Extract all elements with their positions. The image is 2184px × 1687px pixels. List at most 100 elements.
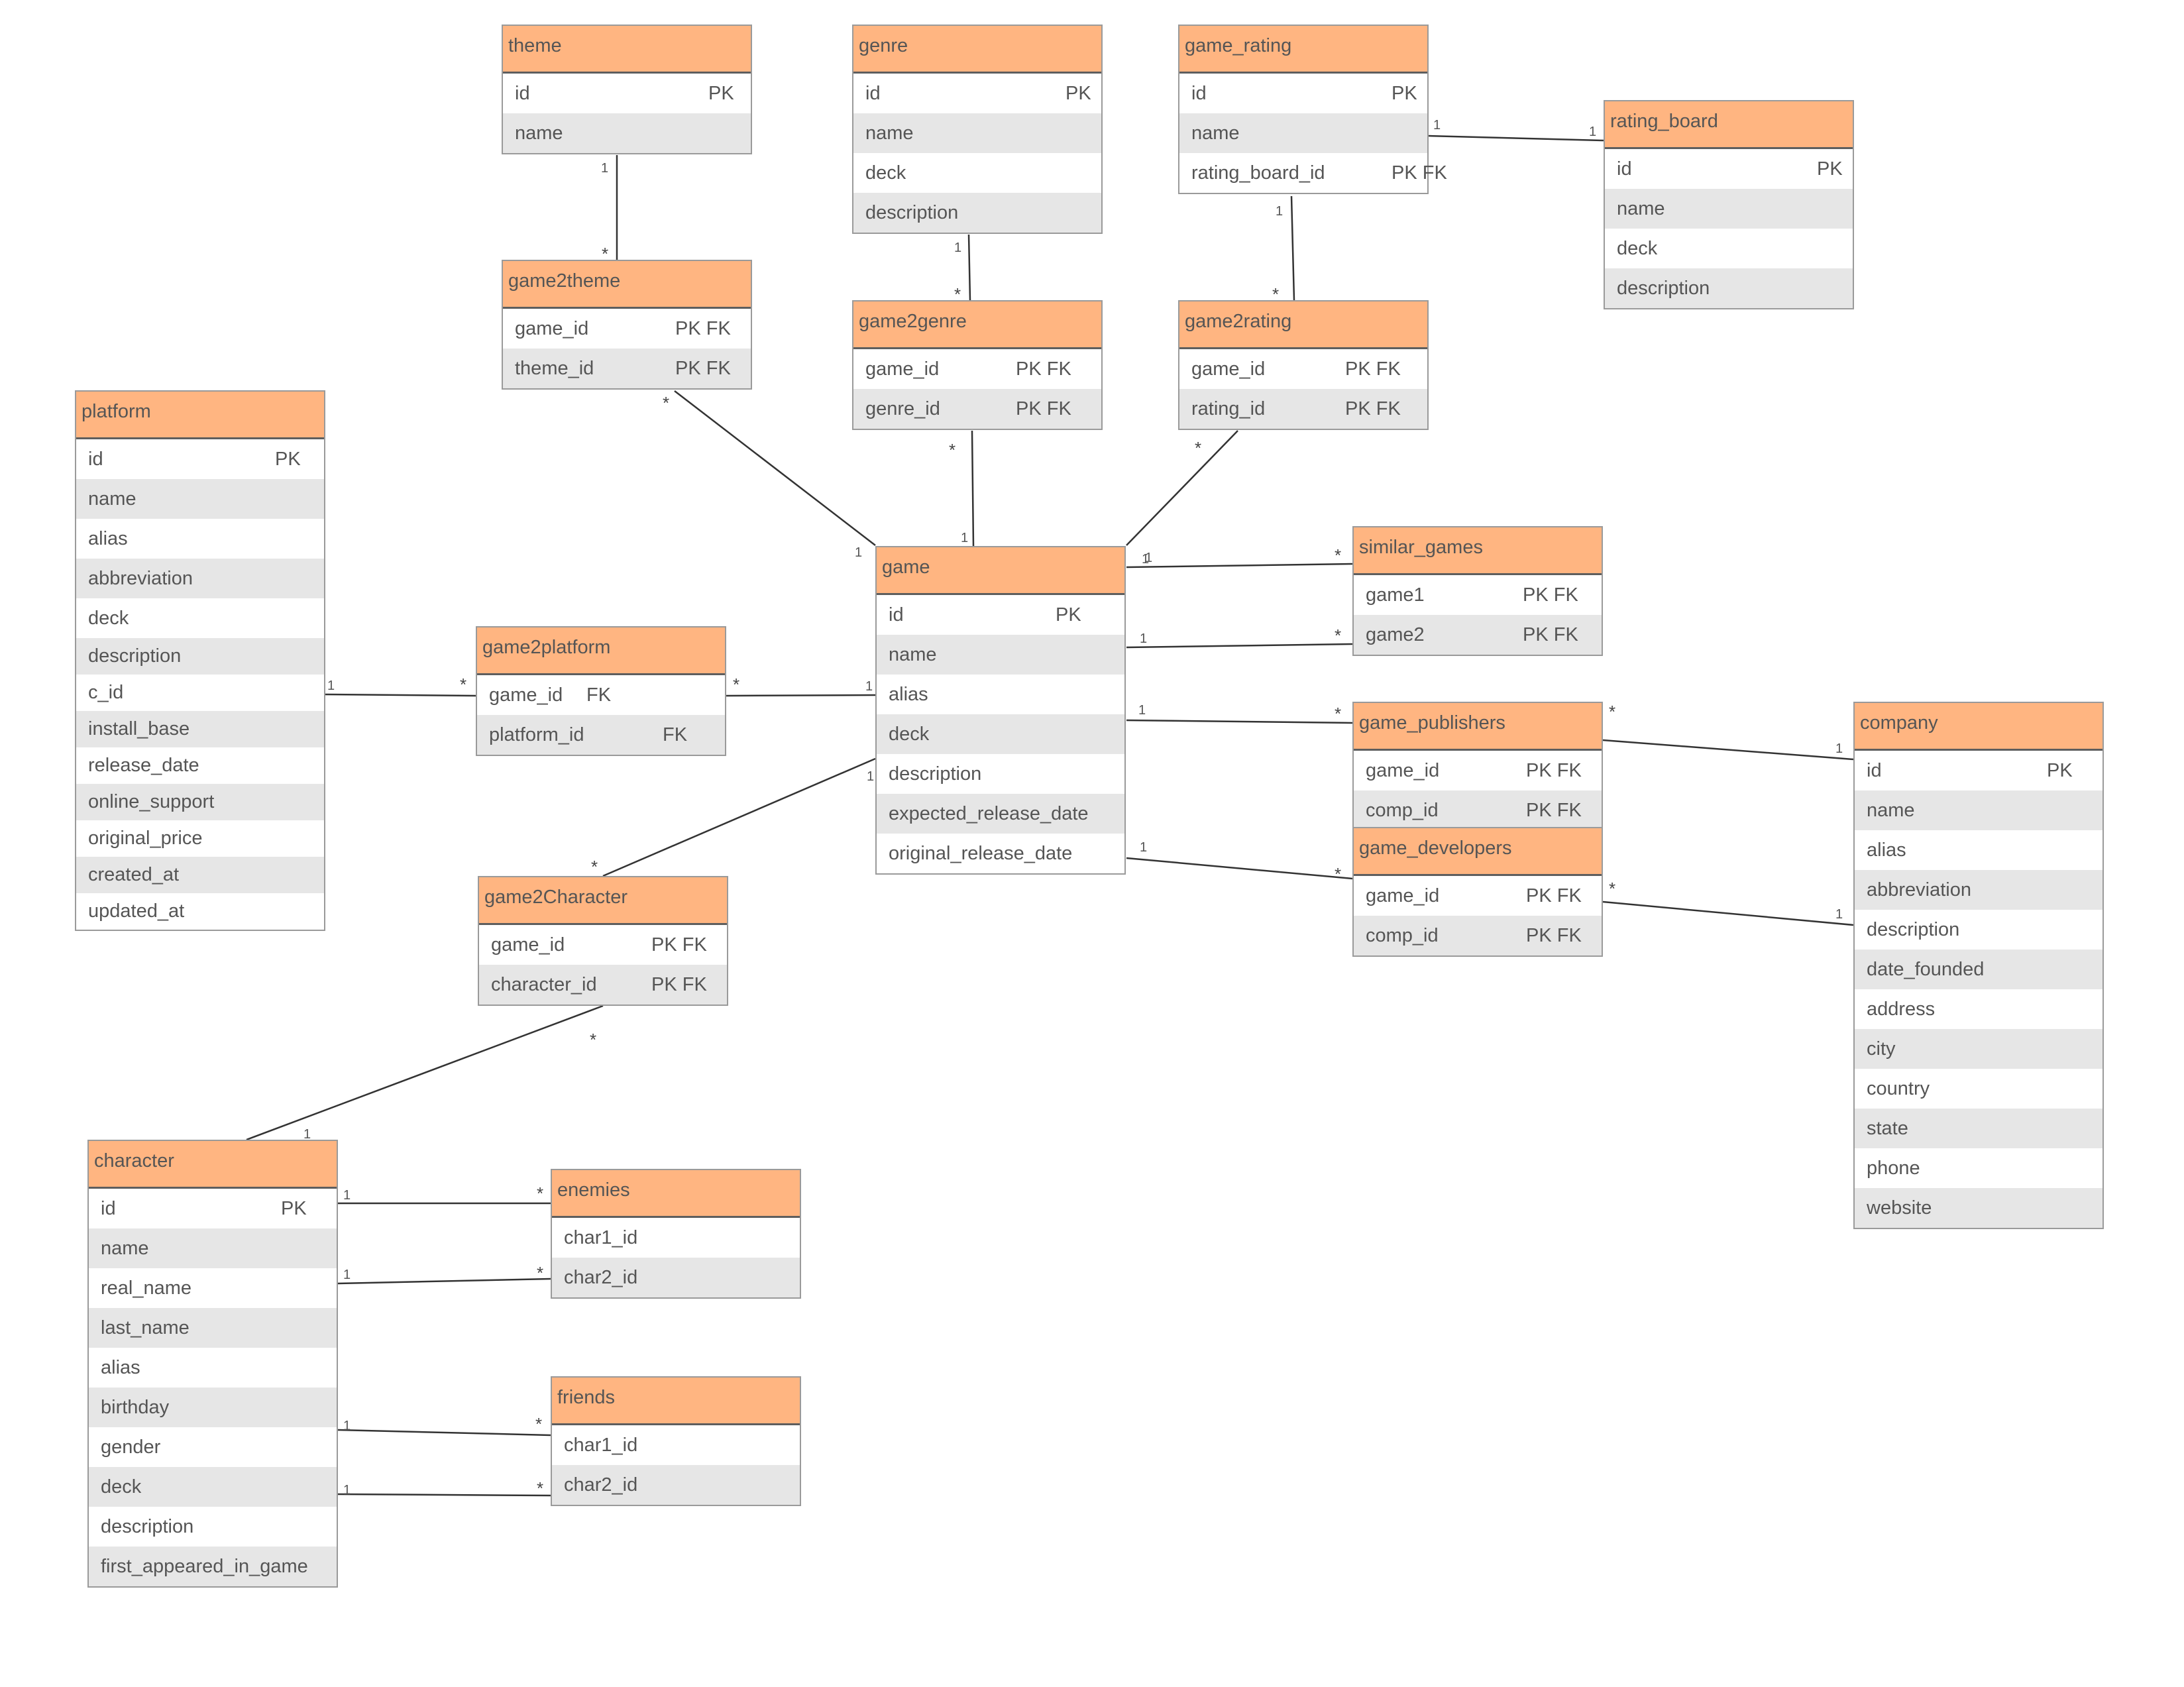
multiplicity-label: 1 — [1835, 907, 1843, 922]
relationship-theme-game2theme: 1* — [601, 155, 618, 264]
field-row: original_price — [76, 820, 324, 857]
field-name: game_id — [865, 358, 940, 380]
field-row: install_base — [76, 711, 324, 747]
field-name: game_id — [515, 318, 589, 339]
field-row: alias — [877, 675, 1124, 714]
field-row: name — [89, 1228, 337, 1268]
entity-title: game — [877, 547, 1124, 595]
entity-title: character — [89, 1141, 337, 1189]
field-key: PK FK — [1016, 398, 1071, 419]
field-row: name — [76, 479, 324, 519]
field-name: expected_release_date — [889, 803, 1089, 824]
relationship-game2rating-game: *1 — [1126, 430, 1238, 565]
multiplicity-label: 1 — [1433, 118, 1441, 133]
relationship-game-similar1: 1* — [1126, 545, 1353, 569]
field-key: PK FK — [1345, 358, 1401, 380]
field-name: abbreviation — [1867, 879, 1971, 900]
field-name: deck — [889, 724, 930, 745]
multiplicity-label: 1 — [1140, 840, 1147, 855]
multiplicity-label: 1 — [961, 531, 968, 545]
relationship-game_rating-game2rating: 1* — [1272, 195, 1295, 304]
relationship-game2theme-game: *1 — [663, 390, 876, 560]
multiplicity-label: 1 — [1145, 551, 1152, 565]
field-row: name — [1179, 113, 1427, 153]
field-name: first_appeared_in_game — [101, 1556, 308, 1577]
relationship-character-enemies1: 1* — [338, 1183, 551, 1205]
field-name: char1_id — [564, 1227, 638, 1248]
relationship-line — [1290, 195, 1295, 301]
field-name: name — [889, 644, 937, 665]
field-name: date_founded — [1867, 959, 1985, 980]
field-name: birthday — [101, 1397, 170, 1418]
field-name: deck — [101, 1476, 142, 1497]
relationship-line — [602, 757, 876, 877]
multiplicity-label: * — [535, 1414, 542, 1434]
field-row: created_at — [76, 857, 324, 893]
field-row: alias — [89, 1348, 337, 1388]
field-name: description — [1617, 278, 1710, 299]
field-row: deck — [1605, 229, 1853, 268]
multiplicity-label: * — [537, 1478, 543, 1498]
multiplicity-label: 1 — [1835, 741, 1843, 756]
multiplicity-label: * — [537, 1183, 543, 1203]
field-name: char2_id — [564, 1474, 638, 1496]
field-name: country — [1867, 1078, 1930, 1099]
field-key: PK — [1056, 604, 1081, 626]
field-row: first_appeared_in_game — [89, 1547, 337, 1586]
multiplicity-label: * — [537, 1263, 543, 1283]
field-row: alias — [76, 519, 324, 559]
field-row: name — [1855, 790, 2102, 830]
multiplicity-label: 1 — [954, 241, 961, 255]
field-name: char1_id — [564, 1435, 638, 1456]
field-name: description — [1867, 919, 1960, 940]
field-name: game_id — [1366, 760, 1440, 781]
field-row: deck — [877, 714, 1124, 754]
relationship-game-game2Character: 1* — [591, 757, 876, 877]
multiplicity-label: * — [949, 440, 956, 460]
entity-title: genre — [853, 26, 1101, 74]
field-key: PK — [1817, 158, 1843, 180]
field-name: alias — [101, 1357, 140, 1378]
field-name: original_price — [88, 828, 203, 849]
field-name: id — [1617, 158, 1632, 180]
relationship-line — [325, 693, 476, 697]
field-name: alias — [1867, 840, 1906, 861]
entity-title: company — [1855, 703, 2102, 751]
relationship-game-similar2: 1* — [1126, 626, 1353, 649]
field-key: PK FK — [651, 934, 707, 955]
field-row: online_support — [76, 784, 324, 820]
entity-title: game_publishers — [1354, 703, 1602, 751]
multiplicity-label: * — [663, 393, 669, 413]
field-key: PK FK — [1526, 800, 1582, 821]
field-name: id — [1867, 760, 1882, 781]
multiplicity-label: 1 — [343, 1483, 351, 1497]
field-key: PK — [708, 83, 734, 104]
field-row: char1_id — [552, 1218, 800, 1258]
entity-title: enemies — [552, 1170, 800, 1218]
multiplicity-label: 1 — [1589, 125, 1596, 139]
